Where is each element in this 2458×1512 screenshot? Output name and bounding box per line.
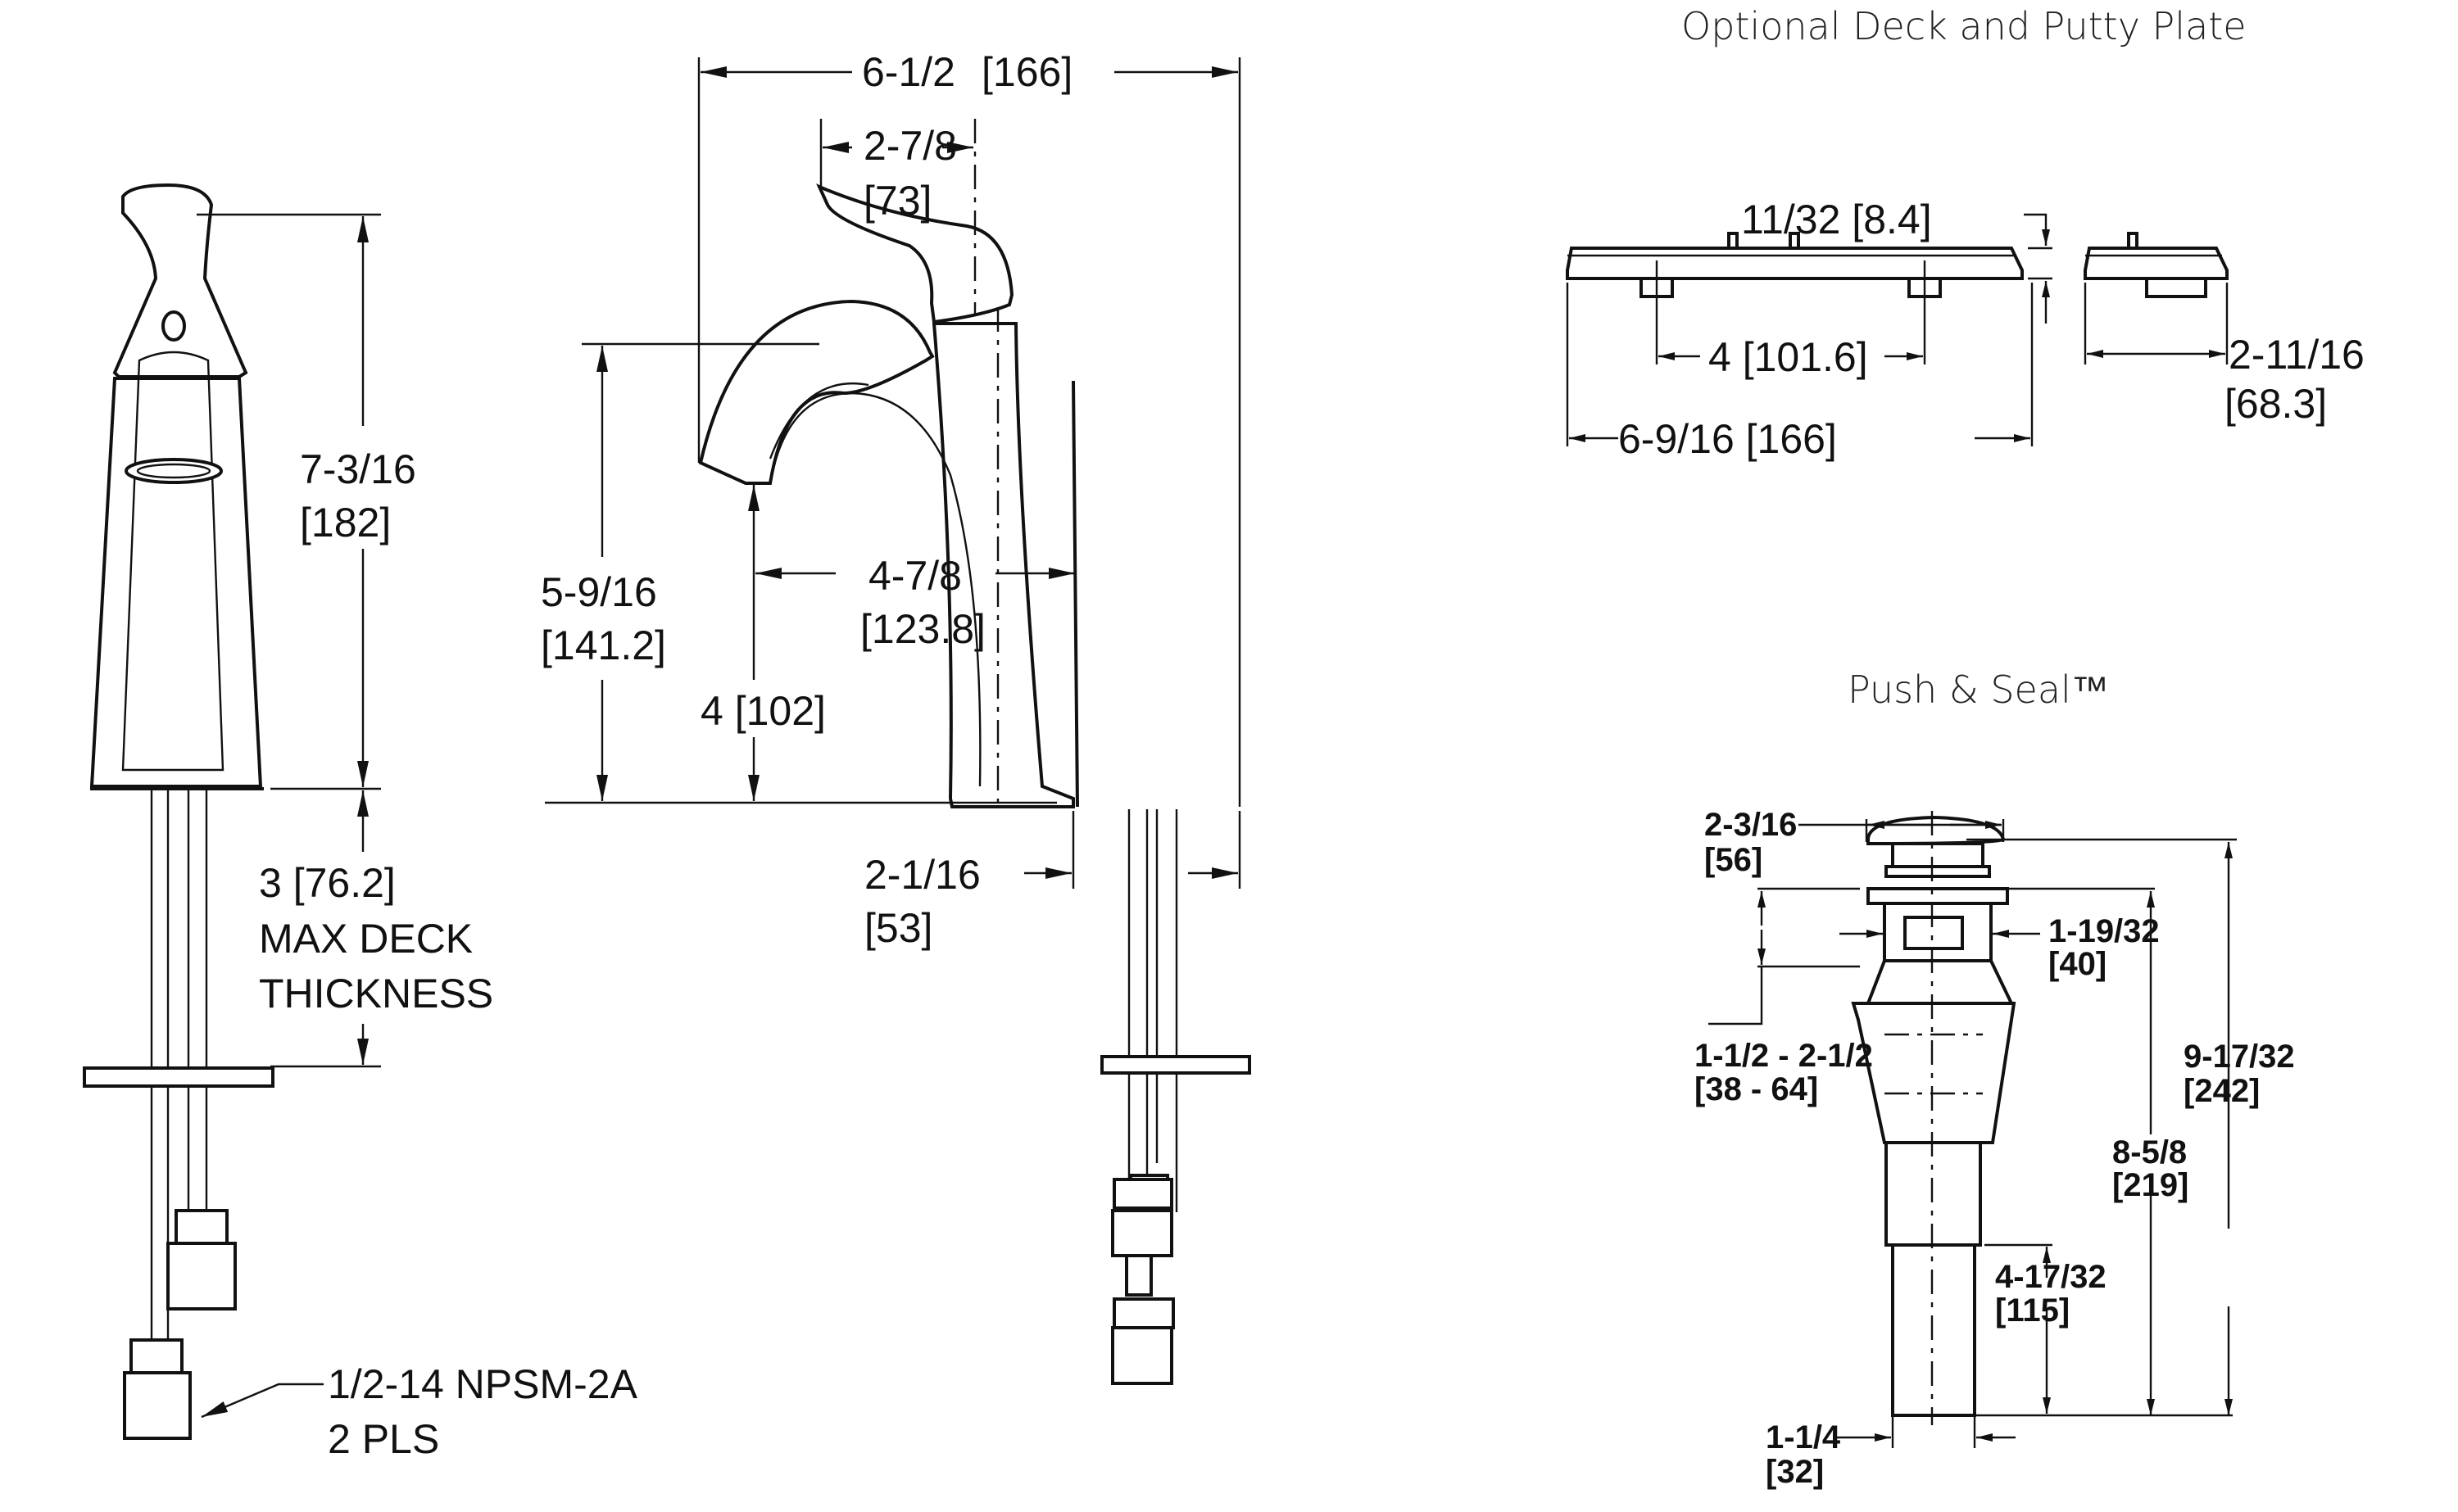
side-overall-height-label: 7-3/16 — [300, 446, 416, 492]
deck-plate-width-mm: [68.3] — [2224, 381, 2327, 427]
hole-spacing-label: 4 [101.6] — [1708, 334, 1868, 380]
dim-deck-plate-width: 2-11/16 [68.3] — [2084, 283, 2365, 427]
deck-plate-length-label: 6-9/16 [166] — [1618, 416, 1837, 462]
flange-to-bottom-mm: [219] — [2112, 1167, 2188, 1203]
drain-overall-height-label: 9-17/32 — [2184, 1039, 2295, 1075]
front-view-faucet-body — [698, 183, 1251, 1385]
cap-diameter-mm: [56] — [1704, 842, 1762, 878]
dim-cap-diameter: 2-3/16 [56] — [1704, 807, 2005, 878]
body-diameter-label: 1-19/32 — [2048, 913, 2160, 949]
tailpiece-diameter-label: 1-1/4 — [1766, 1419, 1841, 1455]
handle-width-mm: [73] — [864, 178, 932, 224]
dim-base-width: 2-1/16 [53] — [864, 811, 1241, 951]
deck-plate-section: Optional Deck and Putty Plate 11/32 [8.4… — [1566, 4, 2365, 462]
dim-handle-width: 2-7/8 [73] — [819, 119, 977, 315]
overall-width-mm: [166] — [982, 49, 1073, 95]
spout-reach-label: 4-7/8 — [868, 553, 962, 599]
dim-deck-plate-length: 6-9/16 [166] — [1566, 283, 2034, 462]
dim-spout-reach: 4-7/8 [123.8] — [755, 553, 1075, 652]
drain-overall-height-mm: [242] — [2184, 1073, 2260, 1109]
deck-plate-title: Optional Deck and Putty Plate — [1681, 4, 2247, 48]
deck-thickness-line2: MAX DECK — [259, 916, 473, 962]
dim-tailpiece-diameter: 1-1/4 [32] — [1766, 1417, 2016, 1490]
dim-deck-plate-thickness: 11/32 [8.4] — [1741, 197, 2052, 324]
side-view-faucet-body — [89, 183, 264, 790]
dim-overall-height: 9-17/32 [242] — [1966, 838, 2295, 1415]
tailpiece-diameter-mm: [32] — [1766, 1454, 1824, 1490]
spout-height-label: 5-9/16 — [541, 569, 657, 615]
drain-section: Push & Seal™ 2-3/16 [56] — [1694, 668, 2295, 1490]
sink-thickness-mm: [38 - 64] — [1694, 1071, 1818, 1107]
flange-to-bottom-label: 8-5/8 — [2112, 1134, 2187, 1170]
spout-reach-mm: [123.8] — [860, 606, 986, 652]
side-view-supply-lines — [83, 790, 274, 1440]
deck-plate-short — [2084, 232, 2229, 298]
callout-supply-connection: 1/2-14 NPSM-2A 2 PLS — [201, 1361, 638, 1462]
dim-side-overall-height: 7-3/16 [182] — [197, 213, 416, 790]
dim-deck-thickness: 3 [76.2] MAX DECK THICKNESS — [259, 790, 493, 1068]
drain-assembly — [1851, 811, 2016, 1425]
deck-plate-long — [1566, 232, 2024, 298]
side-overall-height-mm: [182] — [300, 500, 391, 545]
tailpiece-length-mm: [115] — [1995, 1292, 2070, 1329]
dim-spout-height: 5-9/16 [141.2] — [541, 342, 1057, 804]
front-view: 6-1/2 [166] 2-7/8 [73] 5-9/16 [141.2] 4 … — [541, 49, 1251, 1385]
aerator-height-label: 4 [102] — [701, 688, 826, 734]
dim-body-diameter: 1-19/32 [40] — [1839, 913, 2160, 982]
dim-flange-to-bottom: 8-5/8 [219] — [2007, 887, 2188, 1415]
sink-thickness-label: 1-1/2 - 2-1/2 — [1694, 1038, 1873, 1074]
side-view: 7-3/16 [182] 3 [76.2] MAX DECK THICKNESS… — [83, 183, 638, 1462]
base-width-label: 2-1/16 — [864, 852, 981, 898]
tailpiece-length-label: 4-17/32 — [1995, 1259, 2107, 1295]
deck-thickness-line3: THICKNESS — [259, 971, 493, 1016]
overall-width-label: 6-1/2 — [862, 49, 955, 95]
deck-thickness-label: 3 [76.2] — [259, 860, 396, 906]
body-diameter-mm: [40] — [2048, 946, 2107, 982]
dim-aerator-height: 4 [102] — [701, 485, 826, 801]
connection-spec: 1/2-14 NPSM-2A — [328, 1361, 638, 1407]
dim-sink-thickness: 1-1/2 - 2-1/2 [38 - 64] — [1694, 887, 1873, 1107]
dim-front-overall-width: 6-1/2 [166] — [697, 49, 1241, 807]
base-width-mm: [53] — [864, 905, 932, 951]
drain-title: Push & Seal™ — [1848, 668, 2109, 712]
connection-qty: 2 PLS — [328, 1416, 439, 1462]
cap-diameter-label: 2-3/16 — [1704, 807, 1797, 843]
dim-hole-spacing: 4 [101.6] — [1655, 260, 1926, 380]
dim-tailpiece-length: 4-17/32 [115] — [1893, 1243, 2233, 1417]
deck-plate-thickness-label: 11/32 [8.4] — [1741, 197, 1932, 242]
spout-height-mm: [141.2] — [541, 622, 666, 668]
deck-plate-width-label: 2-11/16 — [2229, 332, 2365, 378]
handle-width-label: 2-7/8 — [864, 123, 957, 169]
